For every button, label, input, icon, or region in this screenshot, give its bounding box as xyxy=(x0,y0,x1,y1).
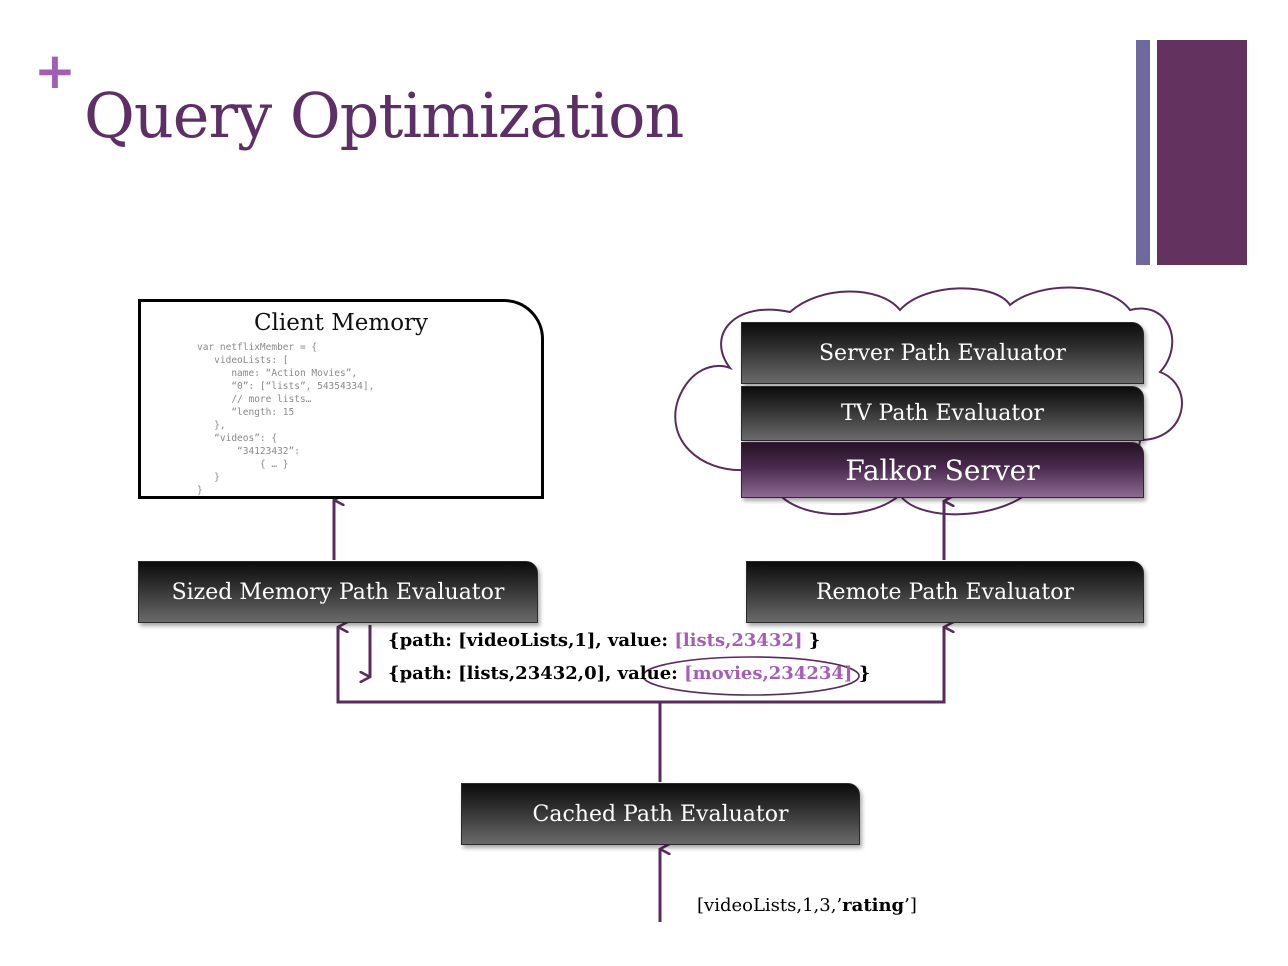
code-line: var netflixMember = { xyxy=(197,342,318,353)
plus-mark: + xyxy=(34,42,76,100)
accent-bar-thin xyxy=(1136,40,1150,265)
client-memory-title: Client Memory xyxy=(253,310,429,336)
code-line: } xyxy=(197,472,220,483)
response-line-2-suffix: } xyxy=(852,663,871,684)
code-line: name: “Action Movies”, xyxy=(197,368,358,379)
code-line: { … } xyxy=(197,459,289,470)
code-line: “34123432”: xyxy=(197,446,300,457)
tv-path-evaluator-box: TV Path Evaluator xyxy=(741,386,1144,441)
accent-bar-wide xyxy=(1157,40,1247,265)
cached-path-evaluator-box: Cached Path Evaluator xyxy=(461,783,860,845)
response-line-1: {path: [videoLists,1], value: [lists,234… xyxy=(388,630,820,651)
connector-to-remote xyxy=(660,627,944,704)
response-line-2-prefix: {path: [lists,23432,0], value: xyxy=(388,663,685,684)
response-line-2: {path: [lists,23432,0], value: [movies,2… xyxy=(388,663,870,684)
response-line-1-suffix: } xyxy=(802,630,821,651)
code-line: } xyxy=(197,485,203,496)
code-line: “length: 15 xyxy=(197,407,295,418)
falkor-server-box: Falkor Server xyxy=(741,442,1144,498)
response-line-2-value: [movies,234234] xyxy=(684,663,853,684)
code-line: “0”: [“lists”, 54354334], xyxy=(197,381,375,392)
query-prefix: [videoLists,1,3,’ xyxy=(697,895,843,916)
client-memory-box: Client Memory var netflixMember = { vide… xyxy=(138,299,544,499)
code-line: // more lists… xyxy=(197,394,312,405)
code-line: videoLists: [ xyxy=(197,355,289,366)
highlight-ellipse xyxy=(642,656,860,696)
slide-title: Query Optimization xyxy=(84,79,684,152)
code-line: }, xyxy=(197,420,226,431)
remote-path-evaluator-box: Remote Path Evaluator xyxy=(746,561,1144,623)
sized-memory-path-evaluator-box: Sized Memory Path Evaluator xyxy=(138,561,538,623)
response-line-1-prefix: {path: [videoLists,1], value: xyxy=(388,630,675,651)
client-memory-code: var netflixMember = { videoLists: [ name… xyxy=(197,341,374,497)
query-bold: rating xyxy=(842,895,905,916)
query-suffix: ’] xyxy=(904,895,917,916)
code-line: “videos”: { xyxy=(197,433,278,444)
server-path-evaluator-box: Server Path Evaluator xyxy=(741,322,1144,384)
query-path: [videoLists,1,3,’rating’] xyxy=(697,895,917,916)
response-line-1-value: [lists,23432] xyxy=(674,630,803,651)
connector-to-sized-memory xyxy=(336,627,662,782)
